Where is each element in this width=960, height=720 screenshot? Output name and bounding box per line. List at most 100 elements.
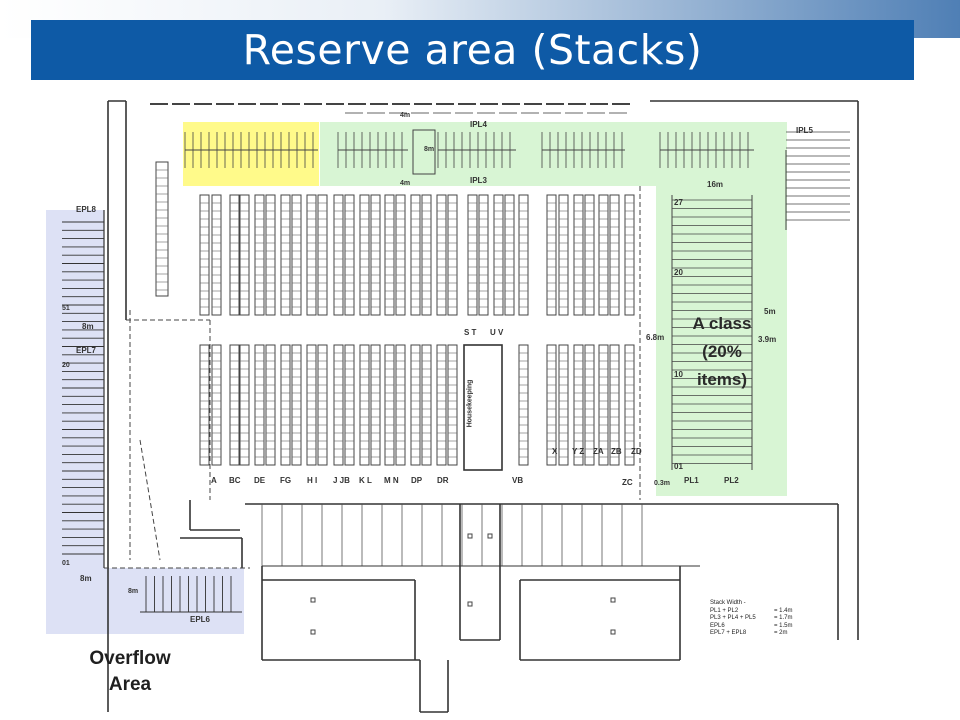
rack bbox=[395, 194, 406, 316]
rack bbox=[609, 344, 620, 466]
rack bbox=[478, 194, 489, 316]
rack bbox=[211, 344, 222, 466]
rack bbox=[412, 129, 436, 175]
rack bbox=[558, 344, 569, 466]
aisle-label: FG bbox=[280, 476, 292, 485]
rack bbox=[229, 344, 240, 466]
row-number: 20 bbox=[62, 362, 70, 369]
legend-title: Stack Width - bbox=[710, 600, 746, 606]
rack bbox=[624, 194, 635, 316]
dimension-label: 8m bbox=[424, 146, 435, 153]
stack-label: IPL3 bbox=[470, 176, 487, 185]
row-number: 10 bbox=[674, 370, 683, 379]
rack bbox=[598, 344, 609, 466]
aisle-label: DP bbox=[411, 476, 423, 485]
aisle-label: H I bbox=[307, 476, 318, 485]
rack bbox=[436, 194, 447, 316]
blue-zone-epl7 bbox=[46, 210, 104, 634]
aisle-label: M N bbox=[384, 476, 399, 485]
rack bbox=[291, 344, 302, 466]
rack bbox=[317, 344, 328, 466]
rack bbox=[344, 194, 355, 316]
storage-racks bbox=[62, 103, 850, 635]
row-number: 01 bbox=[674, 462, 683, 471]
aisle-label: ZC bbox=[622, 478, 633, 487]
stack-label: PL2 bbox=[724, 476, 739, 485]
rack bbox=[421, 344, 432, 466]
aisle-label: ZB bbox=[611, 447, 622, 456]
rack bbox=[624, 344, 635, 466]
aisle-label: BC bbox=[229, 476, 241, 485]
dimension-label: 0.3m bbox=[654, 480, 670, 487]
aisle-label: ZA bbox=[593, 447, 604, 456]
rack bbox=[504, 194, 515, 316]
legend-row: EPL6= 1.5m bbox=[710, 622, 793, 629]
row-number: 01 bbox=[62, 560, 70, 567]
row-number: 27 bbox=[674, 198, 683, 207]
rack bbox=[384, 194, 395, 316]
rack bbox=[609, 194, 620, 316]
title-bar: Reserve area (Stacks) bbox=[31, 20, 914, 80]
rack bbox=[558, 194, 569, 316]
legend-row: EPL7 + EPL8= 2m bbox=[710, 630, 788, 636]
rack bbox=[254, 344, 265, 466]
rack bbox=[487, 533, 493, 539]
rack bbox=[610, 597, 616, 603]
dimension-label: 8m bbox=[128, 588, 139, 595]
rack bbox=[518, 194, 529, 316]
rack bbox=[333, 344, 344, 466]
rack bbox=[199, 194, 210, 316]
rack bbox=[384, 344, 395, 466]
stack-label: EPL6 bbox=[190, 615, 211, 624]
housekeeping-label: Housekeeping bbox=[466, 379, 474, 428]
rack bbox=[370, 344, 381, 466]
rack bbox=[254, 194, 265, 316]
aisle-label: DE bbox=[254, 476, 266, 485]
dimension-label: 3.9m bbox=[758, 335, 777, 344]
rack bbox=[359, 194, 370, 316]
stack-label: IPL4 bbox=[470, 120, 487, 129]
aisle-label: X bbox=[552, 447, 558, 456]
blue-zone-epl6 bbox=[104, 568, 244, 634]
rack bbox=[265, 194, 276, 316]
rack bbox=[546, 344, 557, 466]
rack bbox=[573, 194, 584, 316]
stack-label: PL1 bbox=[684, 476, 699, 485]
rack bbox=[447, 194, 458, 316]
rack bbox=[344, 344, 355, 466]
rack bbox=[333, 194, 344, 316]
rack bbox=[306, 344, 317, 466]
legend-row: PL1 + PL2= 1.4m bbox=[710, 607, 793, 614]
dimension-label: 5m bbox=[764, 307, 776, 316]
rack bbox=[436, 344, 447, 466]
rack bbox=[584, 344, 595, 466]
rack bbox=[310, 597, 316, 603]
rack bbox=[280, 344, 291, 466]
rack bbox=[421, 194, 432, 316]
dimension-label: 4m bbox=[400, 180, 411, 187]
rack bbox=[447, 344, 458, 466]
overflow-area-label: Overflow Area bbox=[89, 648, 171, 695]
rack bbox=[584, 194, 595, 316]
rack bbox=[317, 194, 328, 316]
row-number: 20 bbox=[674, 268, 683, 277]
rack bbox=[265, 344, 276, 466]
dimension-label: 8m bbox=[82, 322, 94, 331]
aisle-label: S T bbox=[464, 328, 477, 337]
a-class-label: A class (20% items) bbox=[692, 314, 752, 389]
dimension-label: 8m bbox=[80, 574, 92, 583]
legend-row: PL3 + PL4 + PL5= 1.7m bbox=[710, 615, 793, 621]
rack bbox=[610, 629, 616, 635]
rack bbox=[410, 344, 421, 466]
rack bbox=[598, 194, 609, 316]
rack bbox=[467, 194, 478, 316]
aisle-label: VB bbox=[512, 476, 524, 485]
stack-width-legend: Stack Width - PL1 + PL2= 1.4m PL3 + PL4 … bbox=[710, 600, 799, 638]
rack bbox=[467, 533, 473, 539]
dashed-walls bbox=[104, 186, 641, 569]
aisle-label: A bbox=[211, 476, 217, 485]
rack bbox=[467, 601, 473, 607]
rack bbox=[199, 344, 210, 466]
dimension-label: 6.8m bbox=[646, 333, 665, 342]
green-zone-a-class bbox=[656, 122, 787, 496]
